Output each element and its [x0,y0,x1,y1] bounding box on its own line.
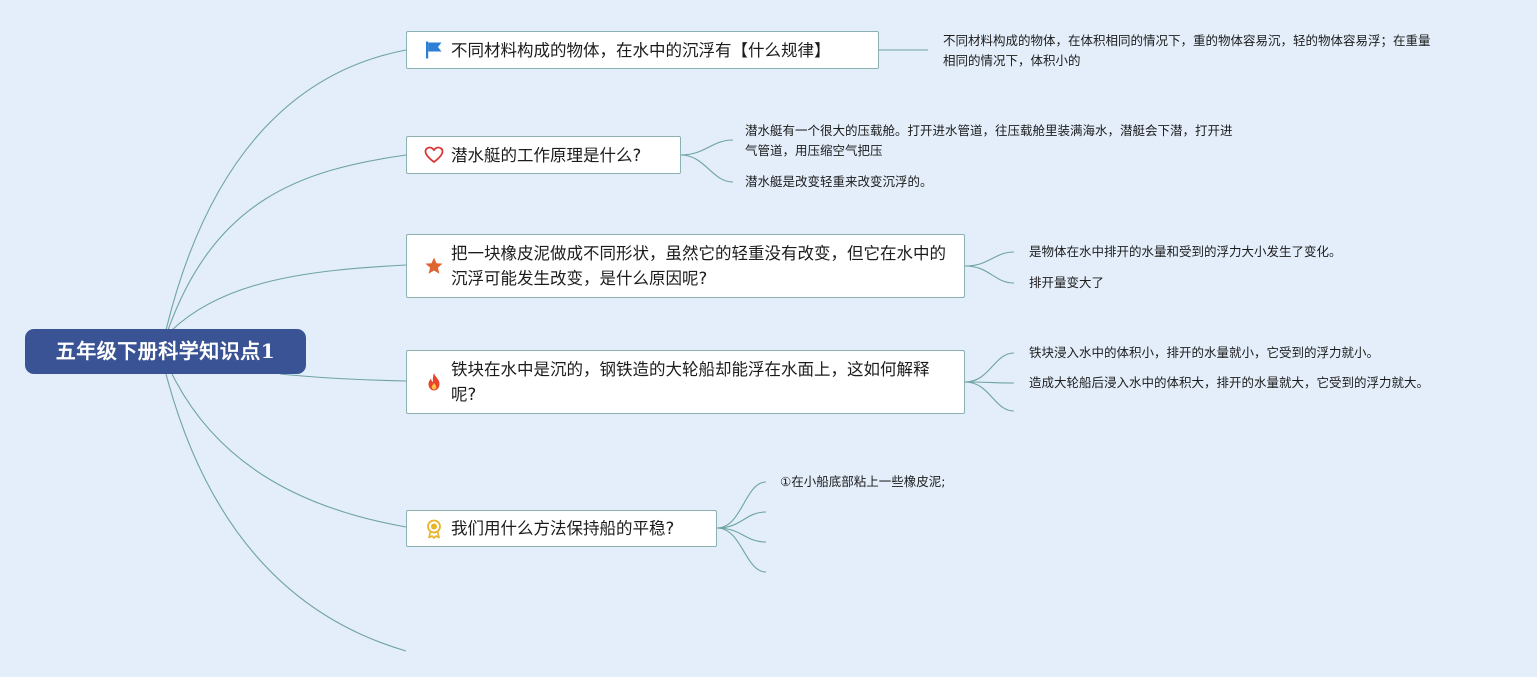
sub-branch-line [716,481,767,529]
topic-label: 铁块在水中是沉的，钢铁造的大轮船却能浮在水面上，这如何解释呢? [451,360,930,404]
note-submarine-weight[interactable]: 潜水艇是改变轻重来改变沉浮的。 [745,174,933,189]
sub-branch-line [680,154,734,183]
central-topic-label: 五年级下册科学知识点1 [55,339,276,363]
branch-line [279,373,407,382]
topic-label: 把一块橡皮泥做成不同形状，虽然它的轻重没有改变，但它在水中的沉浮可能发生改变，是… [451,244,946,288]
sub-branch-line [680,139,734,156]
note-submarine-ballast[interactable]: 潜水艇有一个很大的压载舱。打开进水管道，往压载舱里装满海水，潜艇会下潜，打开进气… [745,123,1233,158]
sub-branch-line [964,381,1015,412]
note-plasticine-bottom[interactable]: ①在小船底部粘上一些橡皮泥; [780,474,946,489]
branch-line [167,154,407,331]
fire-icon [423,371,445,393]
topic-label: 我们用什么方法保持船的平稳? [451,519,675,538]
topic-label: 不同材料构成的物体，在水中的沉浮有【什么规律】 [451,40,831,60]
topic-label: 潜水艇的工作原理是什么? [451,145,642,165]
branch-line [171,264,407,331]
award-medal-icon [423,518,445,540]
sub-branch-line [716,527,767,573]
sub-branch-line [716,511,767,529]
central-topic[interactable]: 五年级下册科学知识点1 [25,329,306,374]
sub-branch-line [964,265,1015,284]
topic-steel-ship-floats[interactable]: 铁块在水中是沉的，钢铁造的大轮船却能浮在水面上，这如何解释呢? [406,350,965,414]
sub-branch-line [964,251,1015,267]
branch-line [165,49,407,331]
sub-branch-line [964,352,1015,383]
topic-plasticine-shape[interactable]: 把一块橡皮泥做成不同形状，虽然它的轻重没有改变，但它在水中的沉浮可能发生改变，是… [406,234,965,298]
star-icon [423,255,445,277]
topic-submarine-principle[interactable]: 潜水艇的工作原理是什么? [406,136,681,174]
flag-icon [423,39,445,61]
note-displacement-bigger[interactable]: 排开量变大了 [1029,275,1105,290]
note-displacement-change[interactable]: 是物体在水中排开的水量和受到的浮力大小发生了变化。 [1029,244,1342,259]
note-sink-float-rule[interactable]: 不同材料构成的物体，在体积相同的情况下，重的物体容易沉，轻的物体容易浮；在重量相… [943,33,1431,68]
branch-line [171,373,407,528]
note-iron-block[interactable]: 铁块浸入水中的体积小，排开的水量就小，它受到的浮力就小。 [1029,345,1380,360]
heart-icon [423,144,445,166]
sub-branch-line [716,527,767,543]
note-big-ship[interactable]: 造成大轮船后浸入水中的体积大，排开的水量就大，它受到的浮力就大。 [1029,375,1430,390]
topic-keep-boat-stable[interactable]: 我们用什么方法保持船的平稳? [406,510,717,547]
branch-line [165,373,407,652]
topic-sink-float-rule[interactable]: 不同材料构成的物体，在水中的沉浮有【什么规律】 [406,31,879,69]
